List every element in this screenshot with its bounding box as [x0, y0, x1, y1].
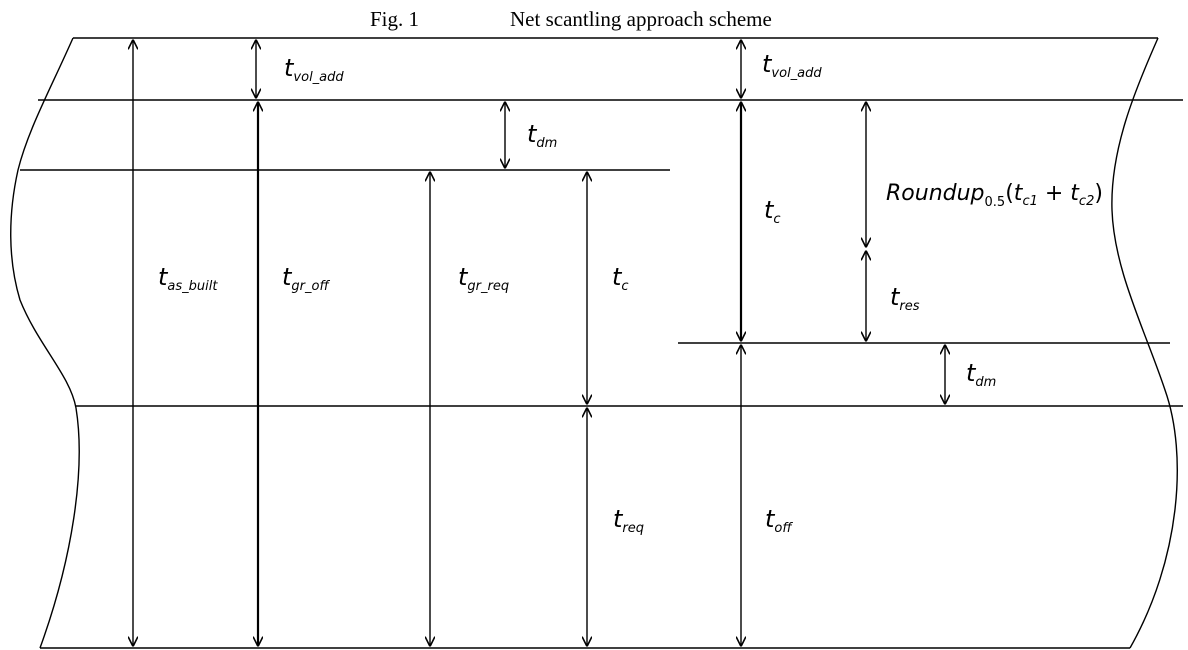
label-t-gr-req: tgr_req: [458, 263, 509, 294]
label-t-vol-add-left: tvol_add: [284, 54, 344, 85]
label-t-gr-off: tgr_off: [282, 263, 330, 294]
label-t-vol-add-right: tvol_add: [762, 50, 822, 81]
label-t-as-built: tas_built: [158, 263, 218, 294]
label-t-dm-bottom: tdm: [966, 359, 996, 390]
label-t-res: tres: [890, 283, 920, 314]
label-t-c-left: tc: [612, 263, 629, 294]
label-t-off: toff: [765, 505, 793, 536]
label-t-c-right: tc: [764, 196, 781, 227]
label-roundup-formula: Roundup0.5(tc1 + tc2): [886, 181, 1103, 210]
label-t-dm-top: tdm: [527, 120, 557, 151]
left-break-edge: [10, 37, 80, 649]
figure-caption: Net scantling approach scheme: [510, 7, 772, 31]
label-t-req: treq: [613, 505, 644, 536]
figure-number: Fig. 1: [370, 7, 419, 31]
right-break-edge: [1111, 37, 1178, 649]
